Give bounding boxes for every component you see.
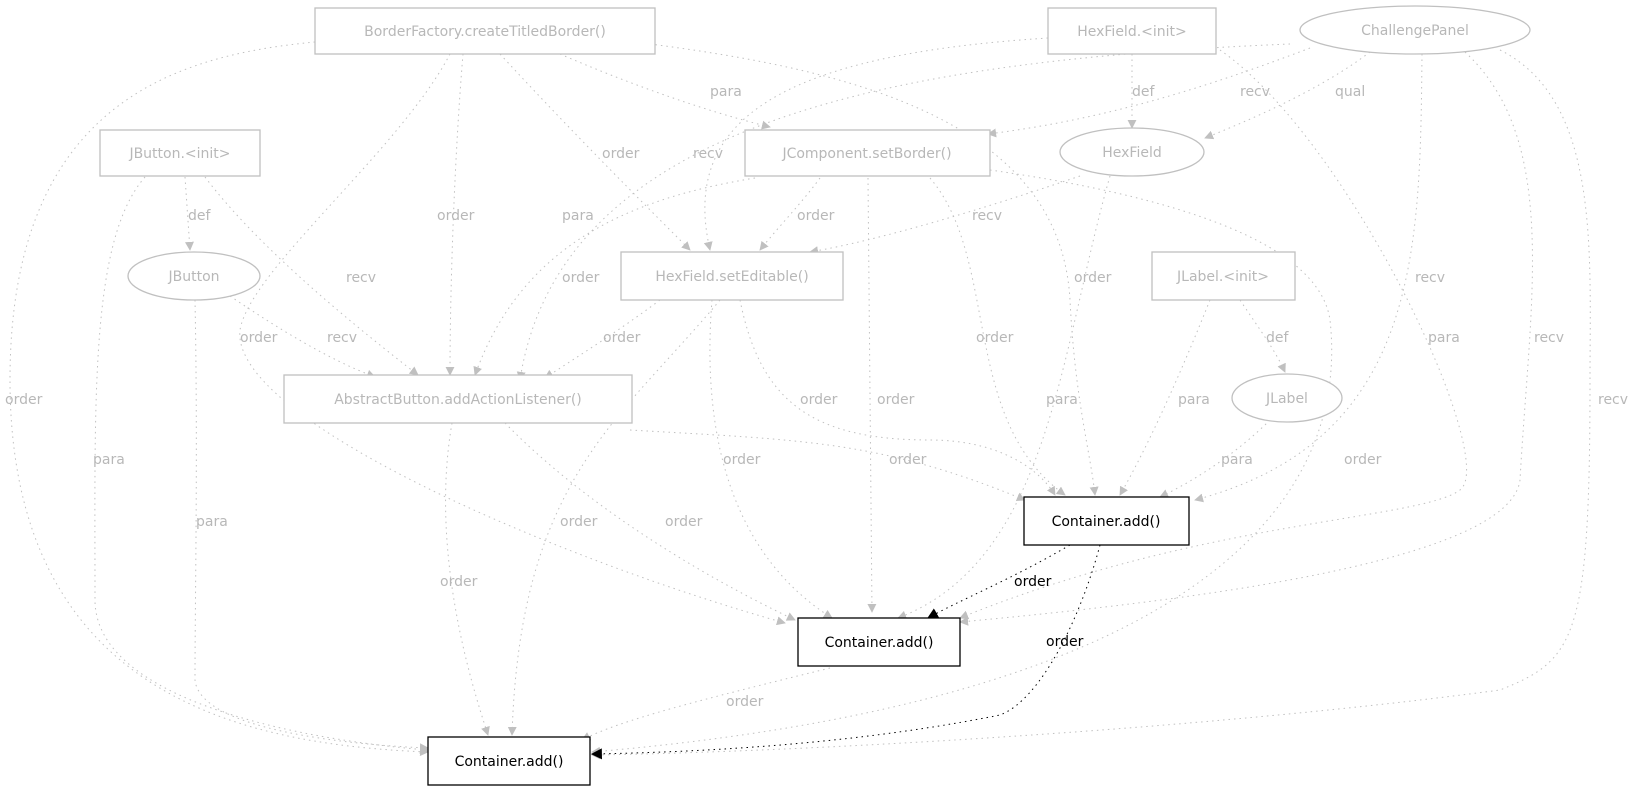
edge-label-para: para [562,208,594,224]
node-label: HexField.setEditable() [655,269,808,285]
node-label: HexField.<init> [1077,24,1187,40]
edge-label-order: order [1014,574,1052,590]
node-label: JComponent.setBorder() [781,146,951,162]
edge-jlabelinit-to-add1 [1119,299,1211,496]
edge-label-recv: recv [1415,270,1445,286]
edge-label-qual: qual [1335,84,1365,100]
edge-cp-to-add2 [959,51,1533,626]
node-hexfield[interactable]: HexField [1059,127,1205,177]
edge-cp-to-hexfield [1204,51,1371,140]
edge-jbutton-to-addlistener [229,295,376,379]
edge-border-to-add2 [239,53,786,626]
node-addactionlistener[interactable]: AbstractButton.addActionListener() [283,374,633,424]
edge-label-order: order [665,514,703,530]
edge-add2-to-add3 [581,667,831,741]
node-label: BorderFactory.createTitledBorder() [364,24,606,40]
edge-label-order: order [797,208,835,224]
node-label: AbstractButton.addActionListener() [334,392,582,408]
edge-label-order: order [5,392,43,408]
nodes: BorderFactory.createTitledBorder() HexFi… [99,5,1531,786]
edge-label-order: order [723,452,761,468]
node-hexfield-init[interactable]: HexField.<init> [1047,7,1217,55]
node-label: JButton.<init> [128,146,230,162]
edge-seteditable-to-add1 [739,299,1056,496]
edge-jbinit-to-jbutton [184,176,194,251]
node-label: HexField [1102,145,1162,161]
edge-cp-to-add3 [591,49,1591,760]
node-container-add-3[interactable]: Container.add() [427,736,591,786]
edge-label-def: def [188,208,212,224]
edge-label-para: para [1178,392,1210,408]
node-label: ChallengePanel [1361,23,1469,39]
edge-jlabelinit-to-jlabel [1239,299,1286,373]
edge-label-order: order [889,452,927,468]
edge-label-def: def [1266,330,1290,346]
edge-label-recv: recv [1240,84,1270,100]
node-container-add-2[interactable]: Container.add() [797,617,961,667]
edge-cp-to-add1 [1194,53,1423,503]
node-container-add-1[interactable]: Container.add() [1023,496,1190,546]
edge-cp-to-addlistener [516,43,1291,381]
edge-label-order: order [560,514,598,530]
node-jbutton-init[interactable]: JButton.<init> [99,129,261,177]
node-label: Container.add() [825,635,934,651]
edge-label-order: order [603,330,641,346]
edge-jlabel-to-add1 [1159,419,1271,498]
edge-setborder-to-add2 [867,177,877,613]
edge-hexfield-to-seteditable [809,175,1081,256]
edge-addlistener-to-add1 [629,429,1026,502]
edge-label-order: order [877,392,915,408]
edge-label-para: para [93,452,125,468]
edge-label-order: order [440,574,478,590]
edge-label-para: para [710,84,742,100]
edge-label-order: order [976,330,1014,346]
edge-label-order: order [1074,270,1112,286]
edge-label-order: order [1046,634,1084,650]
edge-setborder-to-add1 [929,177,1066,496]
edge-seteditable-to-add3 [507,299,721,736]
edge-label-recv: recv [972,208,1002,224]
edge-jbutton-to-add3 [194,299,429,753]
edge-seteditable-to-addlistener [544,299,661,379]
node-label: Container.add() [455,754,564,770]
edge-addlistener-to-add3 [445,422,490,736]
edge-label-order: order [800,392,838,408]
edge-label-para: para [196,514,228,530]
edge-hexinit-to-add2 [959,49,1468,620]
node-jbutton[interactable]: JButton [127,251,261,301]
node-border-factory[interactable]: BorderFactory.createTitledBorder() [314,7,656,55]
edge-label-order: order [240,330,278,346]
node-label: JButton [167,269,219,285]
node-challenge-panel[interactable]: ChallengePanel [1299,5,1531,55]
edge-add1-to-add3 [590,544,1101,760]
node-jlabel[interactable]: JLabel [1231,373,1343,423]
edge-border-to-addlistener [445,53,464,376]
edge-label-order: order [726,694,764,710]
node-hexfield-seteditable[interactable]: HexField.setEditable() [620,251,844,301]
edge-hexfield-to-add2 [897,175,1111,620]
edge-label-order: order [602,146,640,162]
node-jlabel-init[interactable]: JLabel.<init> [1151,251,1296,301]
edge-label-para: para [1046,392,1078,408]
edge-label-recv: recv [693,146,723,162]
edge-border-to-seteditable [499,53,691,251]
edge-label-order: order [562,270,600,286]
edge-label-def: def [1132,84,1156,100]
edge-label-recv: recv [1534,330,1564,346]
edge-label-para: para [1428,330,1460,346]
edge-label-order: order [1344,452,1382,468]
edge-label-recv: recv [1598,392,1628,408]
edge-labels: para def recv qual order recv def order … [5,84,1628,710]
edges [9,37,1591,760]
edge-label-recv: recv [327,330,357,346]
node-label: Container.add() [1052,514,1161,530]
edge-label-para: para [1221,452,1253,468]
edge-label-order: order [437,208,475,224]
edge-label-recv: recv [346,270,376,286]
edge-add1-to-add2 [927,544,1071,619]
node-jcomponent-setborder[interactable]: JComponent.setBorder() [744,129,991,177]
node-label: JLabel [1265,391,1308,407]
node-label: JLabel.<init> [1176,269,1269,285]
